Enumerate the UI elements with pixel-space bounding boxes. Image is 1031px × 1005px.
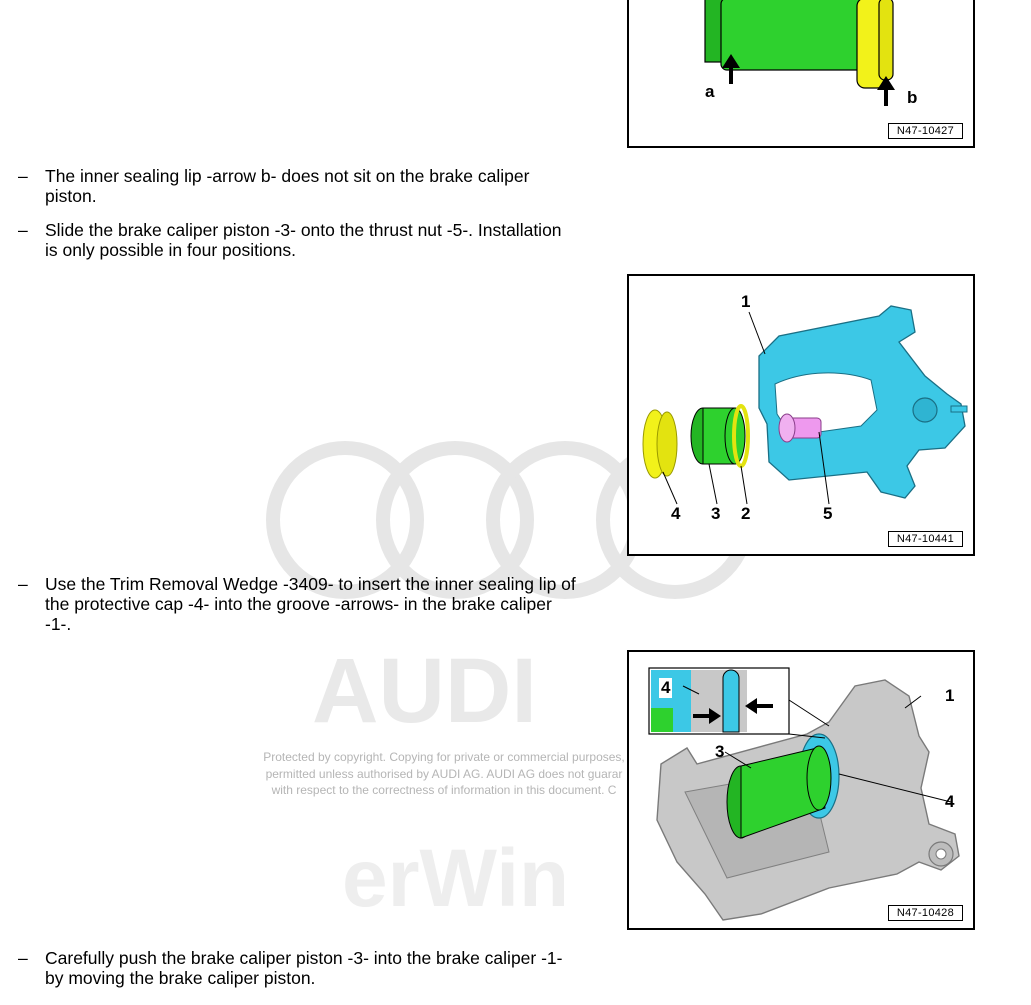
arrow-b-icon	[877, 76, 895, 106]
step-text: Slide the brake caliper piston -3- onto …	[45, 220, 562, 260]
callout-5: 5	[823, 504, 833, 523]
step-text: Carefully push the brake caliper piston …	[45, 948, 563, 988]
step-text: Use the Trim Removal Wedge -3409- to ins…	[45, 574, 576, 634]
audi-wordmark: AUDI	[312, 640, 537, 742]
caliper-exploded-illustration	[642, 305, 968, 505]
callout-3: 3	[711, 504, 721, 523]
arrow-a-icon	[722, 54, 740, 84]
callout-2: 2	[741, 504, 751, 523]
figure-piston-sealing-lip: a b N47-10427	[627, 0, 975, 148]
instruction-step: – Slide the brake caliper piston -3- ont…	[18, 220, 578, 260]
figure-id: N47-10441	[887, 531, 963, 547]
arrow-left-icon	[745, 698, 773, 714]
instruction-step: – Carefully push the brake caliper pisto…	[18, 948, 578, 988]
callout-a: a	[705, 82, 715, 101]
piston-illustration	[704, 0, 895, 106]
erwin-wordmark: erWin	[342, 833, 569, 924]
callout-1: 1	[945, 686, 955, 705]
figure-id: N47-10427	[887, 123, 963, 139]
inset-callout-4: 4	[659, 678, 673, 698]
figure-protective-cap-groove: 4 3 1 4 N47-10428	[627, 650, 975, 930]
instruction-step: – Use the Trim Removal Wedge -3409- to i…	[18, 574, 578, 634]
callout-4: 4	[945, 792, 955, 811]
figure-id: N47-10428	[887, 905, 963, 921]
figure-piston-thrust-nut: 1 4 3 2 5 N47-10441	[627, 274, 975, 556]
instruction-step: – The inner sealing lip -arrow b- does n…	[18, 166, 578, 206]
callout-b: b	[907, 88, 918, 107]
step-text: The inner sealing lip -arrow b- does not…	[45, 166, 530, 206]
caliper-cap-illustration	[648, 667, 960, 921]
callout-3: 3	[715, 742, 725, 761]
copyright-watermark: Protected by copyright. Copying for priv…	[263, 750, 625, 797]
callout-4: 4	[671, 504, 681, 523]
arrow-right-icon	[693, 708, 721, 724]
callout-1: 1	[741, 292, 751, 311]
